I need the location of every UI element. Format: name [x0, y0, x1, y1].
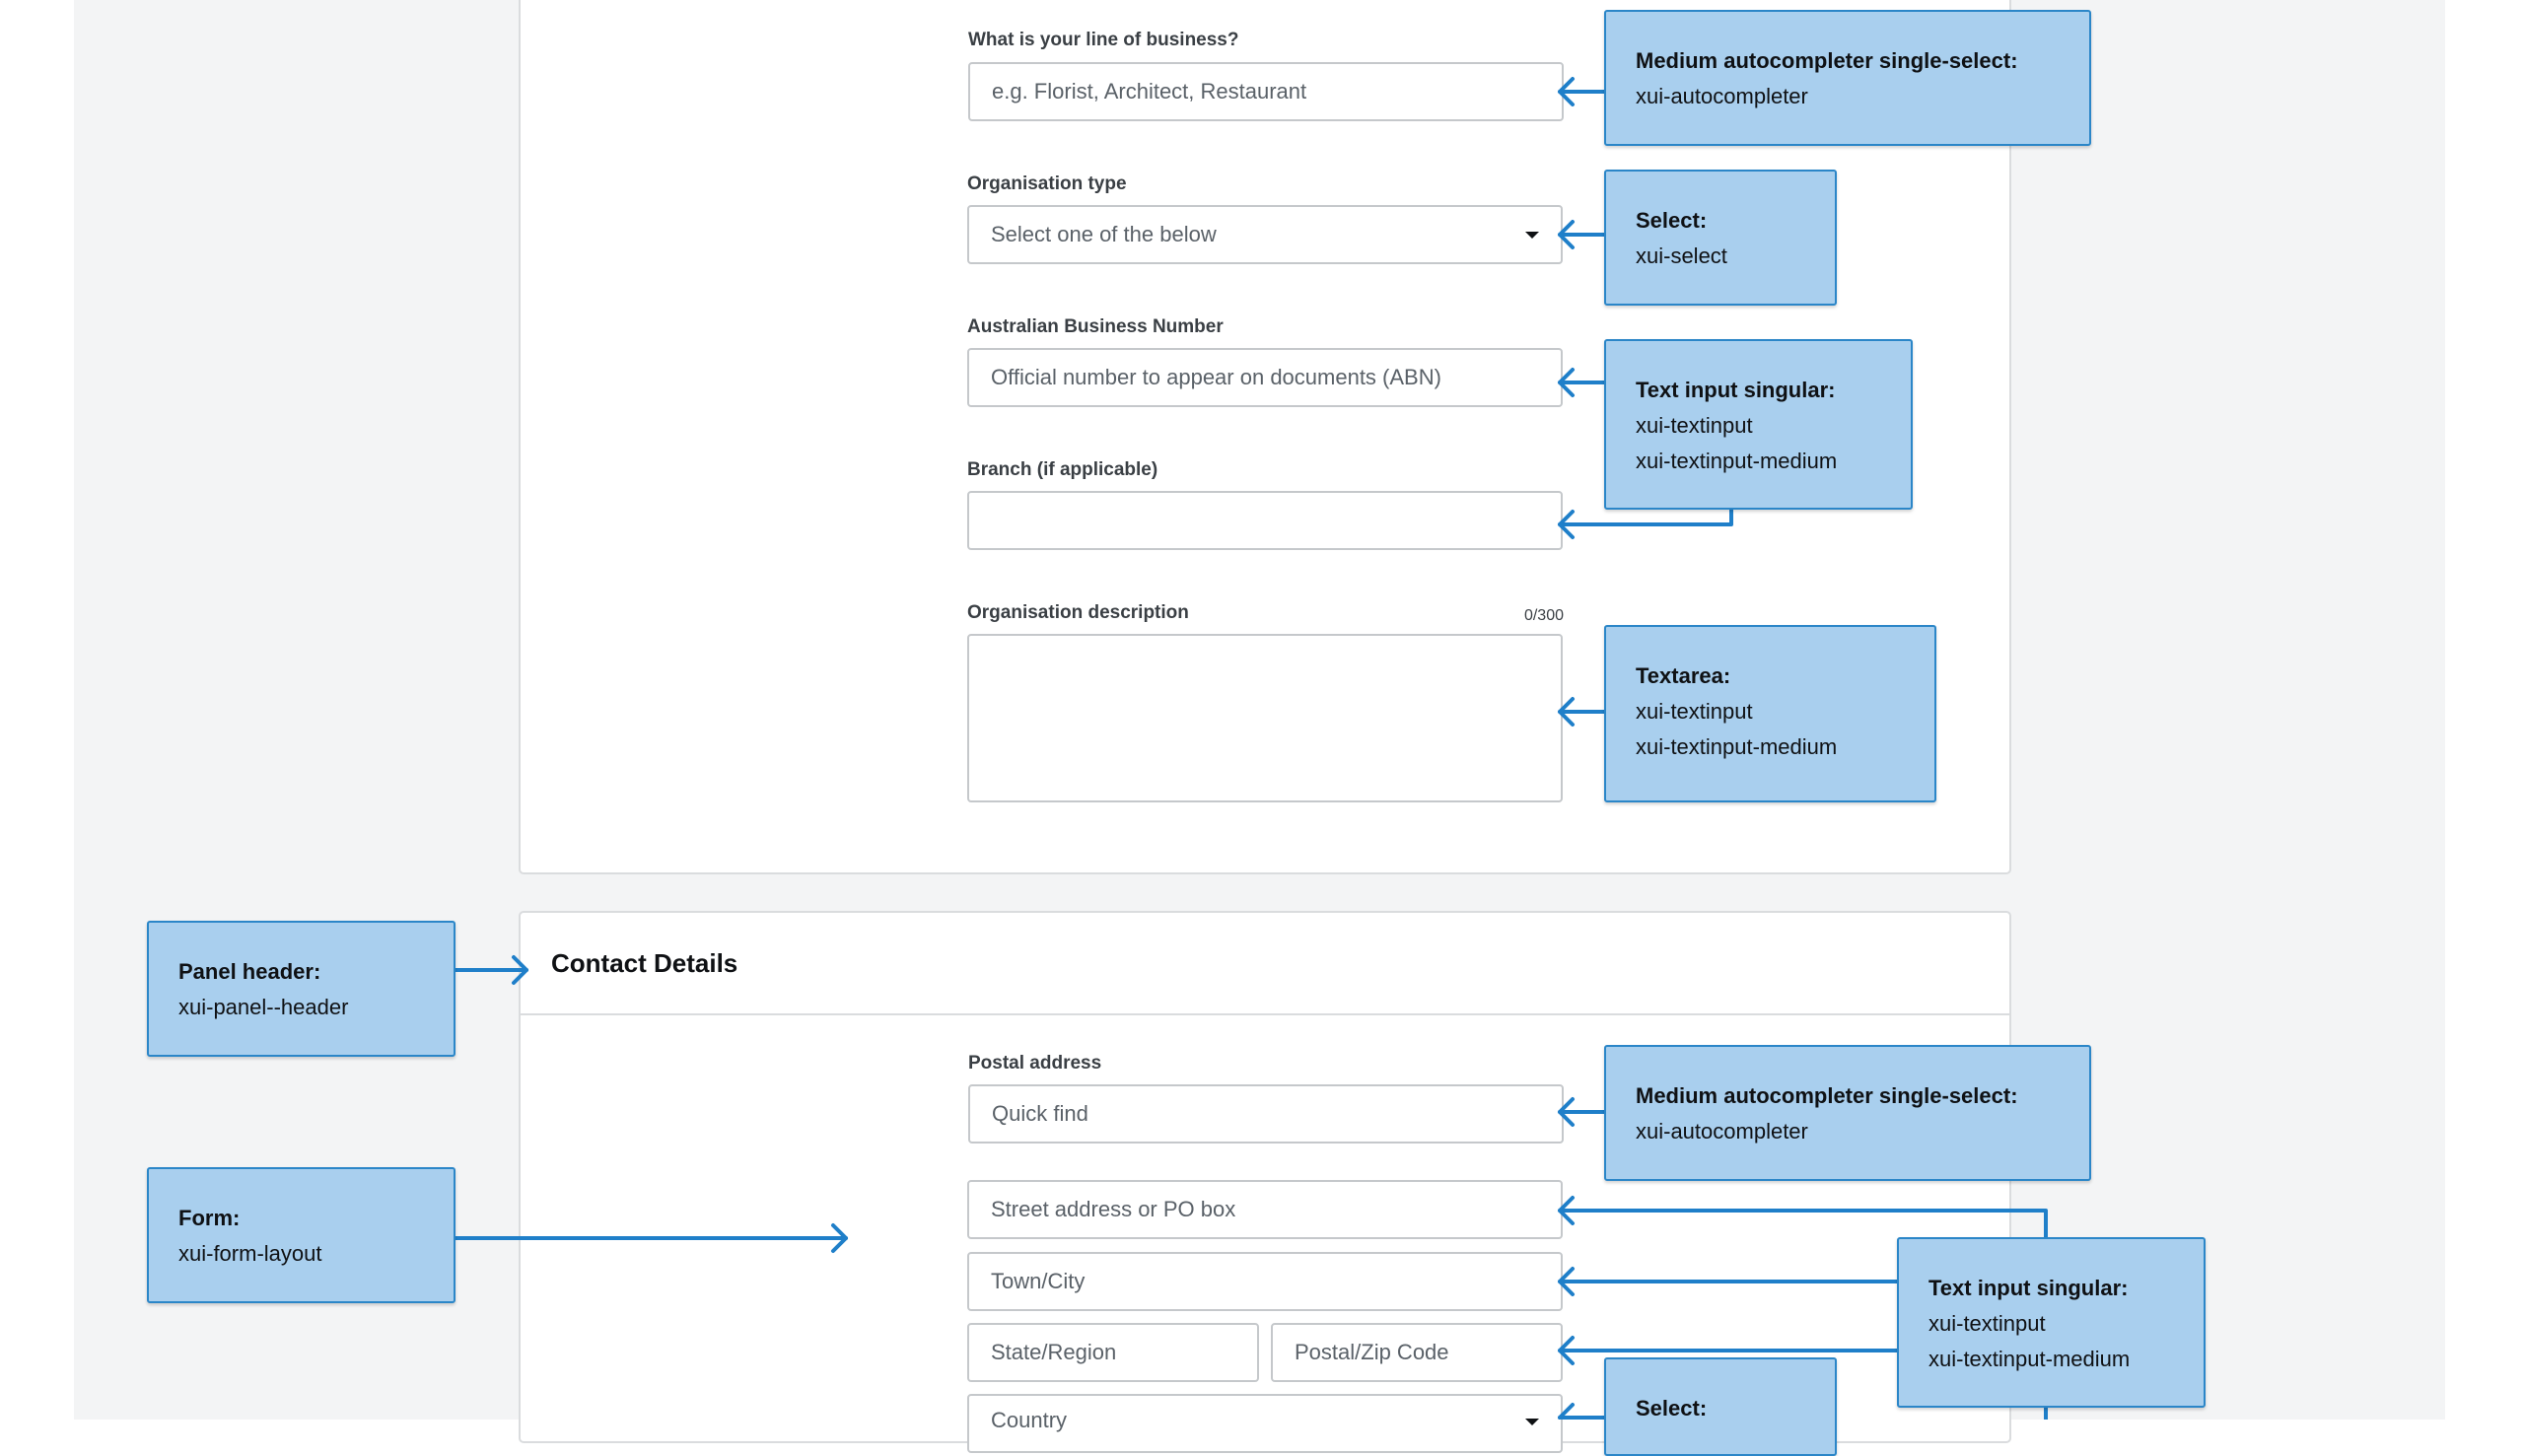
arrow-select-2 — [1558, 1403, 1606, 1420]
note-title: Text input singular: — [1636, 378, 1836, 402]
arrow-textinput-1-branch — [1558, 507, 1733, 539]
arrow-autocompleter-1 — [1558, 77, 1606, 106]
street-address-input[interactable]: Street address or PO box — [967, 1180, 1563, 1239]
arrow-textinput-2-town — [1558, 1267, 1899, 1296]
arrow-textinput-2-street — [1558, 1196, 2048, 1241]
business-autocompleter-input[interactable]: e.g. Florist, Architect, Restaurant — [968, 62, 1564, 121]
postal-zip-input[interactable]: Postal/Zip Code — [1271, 1323, 1563, 1382]
abn-label: Australian Business Number — [967, 316, 1224, 337]
note-line: xui-textinput — [1928, 1311, 2046, 1336]
postal-address-label: Postal address — [968, 1053, 1102, 1074]
panel-header-divider — [521, 1013, 2009, 1015]
organisation-description-label: Organisation description — [967, 602, 1189, 623]
note-title: Panel header: — [178, 959, 321, 984]
organisation-type-value: Select one of the below — [991, 222, 1217, 246]
note-title: Select: — [1636, 208, 1708, 233]
note-title: Textarea: — [1636, 663, 1731, 688]
note-autocompleter-2: Medium autocompleter single-select: xui-… — [1604, 1045, 2091, 1181]
organisation-type-label: Organisation type — [967, 173, 1127, 194]
note-select-2: Select: — [1604, 1357, 1837, 1456]
chevron-down-icon — [1525, 232, 1539, 239]
state-region-input[interactable]: State/Region — [967, 1323, 1259, 1382]
note-line: xui-select — [1636, 243, 1727, 268]
organisation-description-textarea[interactable] — [967, 634, 1563, 802]
quick-find-input[interactable]: Quick find — [968, 1084, 1564, 1144]
note-textarea: Textarea: xui-textinput xui-textinput-me… — [1604, 625, 1936, 802]
note-title: Medium autocompleter single-select: — [1636, 1083, 2018, 1108]
business-label: What is your line of business? — [968, 30, 1239, 50]
note-line: xui-textinput — [1636, 699, 1753, 724]
note-line: xui-textinput-medium — [1636, 734, 1838, 759]
connector-arrows — [454, 77, 2048, 1420]
arrow-textarea — [1558, 697, 1606, 727]
panel-header-title: Contact Details — [551, 948, 738, 978]
note-textinput-1: Text input singular: xui-textinput xui-t… — [1604, 339, 1913, 510]
note-form: Form: xui-form-layout — [147, 1167, 456, 1303]
note-line: xui-textinput-medium — [1928, 1347, 2131, 1371]
note-line: xui-textinput — [1636, 413, 1753, 438]
note-line: xui-form-layout — [178, 1241, 322, 1266]
character-counter: 0/300 — [1523, 607, 1564, 624]
note-line: xui-textinput-medium — [1636, 449, 1838, 473]
branch-input[interactable] — [967, 491, 1563, 550]
arrow-textinput-1 — [1558, 368, 1606, 397]
abn-input[interactable]: Official number to appear on documents (… — [967, 348, 1563, 407]
arrow-select-1 — [1558, 220, 1606, 249]
note-textinput-2: Text input singular: xui-textinput xui-t… — [1897, 1237, 2206, 1408]
note-autocompleter-1: Medium autocompleter single-select: xui-… — [1604, 10, 2091, 146]
note-select-1: Select: xui-select — [1604, 170, 1837, 306]
note-line: xui-autocompleter — [1636, 84, 1808, 108]
note-line: xui-autocompleter — [1636, 1119, 1808, 1144]
arrow-autocompleter-2 — [1558, 1097, 1606, 1127]
chevron-down-icon — [1525, 1419, 1539, 1425]
note-title: Select: — [1636, 1396, 1708, 1421]
town-city-input[interactable]: Town/City — [967, 1252, 1563, 1311]
branch-label: Branch (if applicable) — [967, 459, 1158, 480]
note-title: Text input singular: — [1928, 1276, 2129, 1300]
arrow-panel-header — [454, 955, 528, 985]
note-line: xui-panel--header — [178, 995, 349, 1019]
note-panel-header: Panel header: xui-panel--header — [147, 921, 456, 1057]
arrow-textinput-2-postcode — [1558, 1336, 1899, 1365]
organisation-type-select[interactable]: Select one of the below — [967, 205, 1563, 264]
note-title: Medium autocompleter single-select: — [1636, 48, 2018, 73]
note-title: Form: — [178, 1206, 241, 1230]
arrow-form — [454, 1223, 848, 1253]
